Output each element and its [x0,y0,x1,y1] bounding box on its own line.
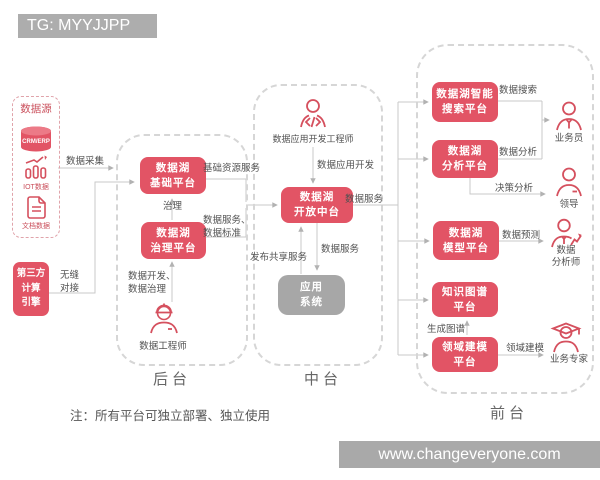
expert-icon [547,320,585,356]
edge-generate-graph: 生成图谱 [427,324,466,335]
analyst-icon [549,218,583,250]
platform-data-lake-governance: 数据湖 治理平台 [141,222,206,259]
zone-front [416,44,594,394]
svg-text:CRM/ERP: CRM/ERP [22,139,50,145]
zone-middle [253,84,383,366]
leader-label: 领导 [559,199,579,210]
footer-note: 注：所有平台可独立部署、独立使用 [70,409,271,423]
salesperson-label: 业务员 [554,133,584,144]
edge-domain-modeling: 领域建模 [506,343,545,354]
edge-data-prediction: 数据预测 [502,230,541,241]
edge-base-resource-service: 基础资源服务 [203,163,261,174]
app-system-box: 应用 系统 [278,275,345,315]
platform-knowledge-graph: 知识图谱 平台 [432,282,498,317]
edge-data-analysis: 数据分析 [499,147,538,158]
engineer-label: 数据工程师 [139,341,187,352]
iot-data-label: IOT数据 [23,184,49,191]
platform-model: 数据湖 模型平台 [433,221,499,260]
iot-data-chart-icon [23,154,49,180]
platform-data-lake-base: 数据湖 基础平台 [140,157,206,194]
edge-data-search: 数据搜索 [499,85,538,96]
zone-backstage [116,134,248,366]
edge-data-service-standard: 数据服务、 数据标准 [203,215,251,239]
third-party-engine-box: 第三方 计算 引擎 [13,262,49,316]
salesperson-icon [554,100,584,134]
platform-smart-search: 数据湖智能 搜索平台 [432,82,498,122]
crm-erp-cylinder-icon: CRM/ERP [19,125,53,153]
document-icon [25,195,48,220]
analyst-label: 数据 分析师 [551,245,581,269]
document-data-label: 文档数据 [22,223,50,230]
developer-icon [295,96,331,134]
edge-data-service-mid: 数据服务 [345,194,384,205]
expert-label: 业务专家 [549,354,588,365]
zone-middle-label: 中台 [303,371,342,388]
tag-banner: TG: MYYJJPP [18,14,157,38]
edge-decision-analysis: 决策分析 [495,183,534,194]
edge-data-service-down: 数据服务 [321,244,360,255]
platform-data-lake-open: 数据湖 开放中台 [281,187,353,223]
zone-backstage-label: 后台 [152,371,191,388]
edge-publish-share-service: 发布共享服务 [250,252,308,263]
edge-data-app-dev: 数据应用开发 [317,160,375,171]
engineer-icon [146,300,182,338]
edge-data-collection: 数据采集 [66,156,105,167]
zone-front-label: 前台 [489,405,528,422]
watermark-banner: www.changeveryone.com [339,441,600,468]
tag-banner-text: TG: MYYJJPP [27,17,131,34]
data-source-panel: 数据源 CRM/ERP IOT数据 文档数据 [12,96,60,238]
app-dev-engineer-label: 数据应用开发工程师 [272,134,354,144]
platform-analysis: 数据湖 分析平台 [432,140,498,178]
platform-domain-modeling: 领域建模 平台 [432,337,498,372]
edge-seamless-connect: 无缝 对接 [60,270,80,294]
leader-icon [554,166,584,200]
edge-data-dev-governance: 数据开发、 数据治理 [128,271,176,295]
data-source-title: 数据源 [20,103,52,115]
edge-governance: 治理 [163,201,183,212]
watermark-text: www.changeveryone.com [378,445,561,463]
